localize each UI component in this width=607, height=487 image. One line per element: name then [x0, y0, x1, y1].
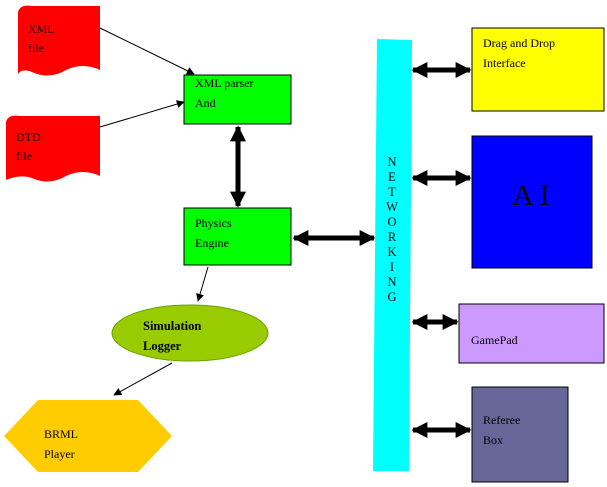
networking-letter: W [386, 200, 398, 214]
referee-box [471, 386, 569, 483]
xml-parser-label: XML parser And [195, 73, 254, 113]
dtd-file-label: DTD file [16, 128, 41, 166]
edge-xml-to-parser [99, 27, 195, 75]
networking-letter: K [387, 245, 397, 259]
networking-label: N E T W O R K I N G [382, 155, 402, 305]
networking-letter: N [387, 275, 397, 289]
networking-letter: T [388, 185, 396, 199]
edge-dtd-to-parser [99, 100, 185, 128]
edge-physics-to-logger [196, 266, 209, 302]
referee-box-label-line: Box [483, 433, 504, 447]
networking-letter: O [387, 215, 397, 229]
xml-file-shape [18, 5, 100, 76]
xml-file-label-line: XML [28, 22, 55, 36]
simulation-logger-label-line: Simulation [143, 319, 202, 333]
gamepad-label: GamePad [471, 333, 518, 347]
simulation-logger-label: Simulation Logger [143, 316, 201, 356]
xml-parser-box [183, 74, 292, 125]
brml-player-hexagon [4, 400, 172, 472]
xml-parser-label-line: XML parser [195, 76, 254, 90]
simulation-logger-ellipse [111, 304, 269, 362]
networking-letter: R [387, 230, 397, 244]
referee-box-label-line: Referee [483, 413, 521, 427]
gamepad-box [458, 303, 605, 364]
brml-player-label-line: BRML [44, 427, 79, 441]
dtd-file-shape [6, 115, 100, 182]
xml-parser-label-line: And [195, 96, 216, 110]
networking-letter: G [387, 290, 397, 304]
physics-engine-label-line: Engine [195, 236, 229, 250]
drag-drop-label-line: Drag and Drop [483, 36, 555, 50]
networking-bar [373, 39, 412, 471]
dtd-file-label-line: file [16, 149, 32, 163]
xml-file-label: XML file [28, 20, 55, 58]
physics-engine-box [183, 207, 292, 266]
drag-drop-label-line: Interface [483, 56, 526, 70]
physics-engine-label-line: Physics [195, 216, 232, 230]
brml-player-label-line: Player [44, 447, 75, 461]
physics-engine-label: Physics Engine [195, 213, 232, 253]
edge-logger-to-brml [113, 362, 173, 396]
ai-box [471, 135, 593, 269]
brml-player-label: BRML Player [44, 424, 78, 464]
xml-file-label-line: file [28, 41, 44, 55]
simulation-logger-label-line: Logger [143, 339, 182, 353]
networking-letter: I [389, 260, 395, 274]
dtd-file-label-line: DTD [16, 130, 41, 144]
networking-letter: N [387, 155, 397, 169]
drag-drop-label: Drag and Drop Interface [483, 33, 555, 73]
drag-drop-box [471, 27, 605, 112]
networking-letter: E [388, 170, 396, 184]
ai-label: A I [512, 179, 550, 212]
referee-box-label: Referee Box [483, 410, 520, 450]
